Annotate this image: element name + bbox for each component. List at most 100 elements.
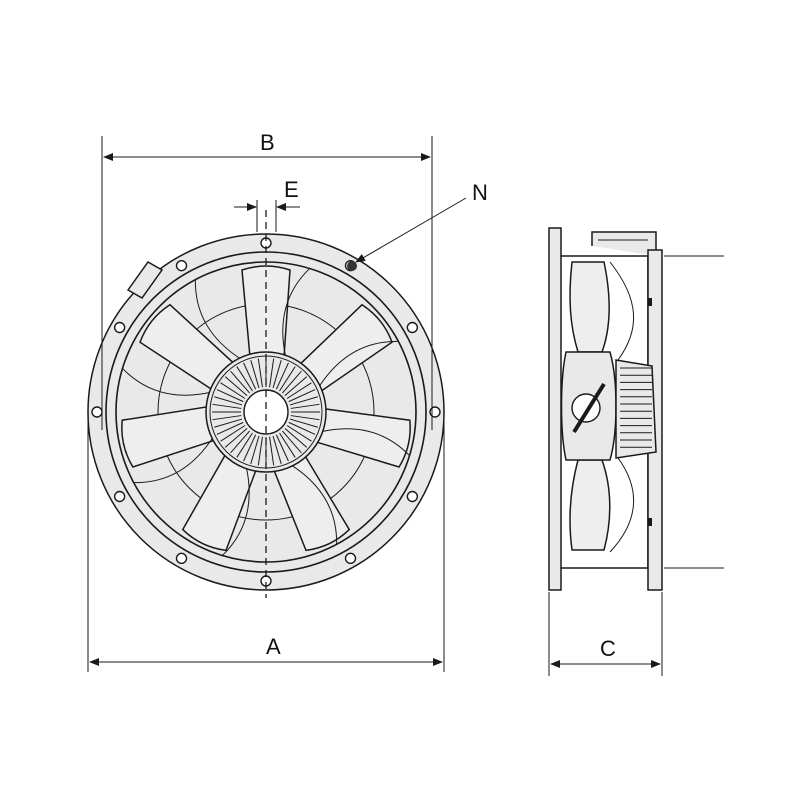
side-guard-wire-top bbox=[609, 261, 635, 361]
motor-fin bbox=[257, 436, 263, 466]
front-view bbox=[87, 210, 445, 598]
guard-spoke bbox=[318, 340, 399, 388]
motor-fin bbox=[272, 360, 282, 389]
callout-n: N bbox=[355, 180, 488, 263]
terminal-box bbox=[126, 261, 164, 299]
callout-n-label: N bbox=[472, 180, 488, 205]
callout-n-leader bbox=[355, 197, 467, 263]
guard-spoke bbox=[290, 464, 338, 545]
dimension-b: B bbox=[101, 130, 433, 430]
motor-fin bbox=[269, 358, 275, 388]
blade-shape bbox=[139, 303, 236, 392]
side-motor bbox=[615, 359, 657, 459]
guard-spokes bbox=[121, 267, 411, 557]
side-blade-top bbox=[569, 261, 610, 353]
guard-spoke-wire bbox=[121, 367, 212, 396]
motor-fin bbox=[279, 366, 296, 392]
guard-spoke bbox=[282, 267, 311, 358]
motor-fin bbox=[279, 432, 296, 458]
bolt-hole bbox=[175, 259, 188, 272]
motor-fin bbox=[212, 415, 242, 421]
guard-spoke bbox=[194, 279, 242, 360]
motor-fin bbox=[281, 430, 302, 454]
motor-fin bbox=[214, 418, 243, 428]
motor-fin bbox=[275, 434, 289, 462]
earth-stud bbox=[347, 261, 357, 271]
bolt-hole bbox=[113, 490, 126, 503]
dimension-c-label: C bbox=[600, 636, 616, 661]
blade bbox=[314, 407, 411, 468]
motor-fin bbox=[289, 418, 318, 428]
dimension-e-label: E bbox=[284, 177, 299, 202]
guard-spoke-wire bbox=[194, 279, 242, 360]
motor-fin bbox=[288, 389, 316, 403]
motor-fin bbox=[275, 362, 289, 390]
motor-fin bbox=[220, 425, 246, 442]
motor-fin bbox=[284, 427, 308, 448]
motor-fin bbox=[286, 425, 312, 442]
blade bbox=[272, 453, 351, 552]
bolt-hole bbox=[91, 406, 103, 418]
side-rotation-mark bbox=[572, 382, 606, 434]
side-motor-fins bbox=[620, 367, 652, 448]
blade bbox=[298, 303, 393, 393]
motor-fin bbox=[290, 403, 320, 409]
motor-fin bbox=[243, 362, 257, 390]
motor-fin bbox=[281, 370, 302, 394]
blade bbox=[181, 452, 258, 552]
blade-shape bbox=[272, 453, 351, 552]
motor-fin bbox=[236, 432, 253, 458]
guard-spoke-wire bbox=[133, 436, 214, 484]
guard-spoke bbox=[133, 436, 214, 484]
side-blade-bottom bbox=[569, 459, 611, 551]
guard-spoke-wire bbox=[320, 428, 411, 457]
side-view bbox=[548, 227, 724, 591]
blade-shape bbox=[314, 407, 411, 468]
motor-fin bbox=[284, 376, 308, 397]
blade bbox=[139, 303, 236, 392]
dimension-c: C bbox=[548, 592, 663, 676]
blade-shape bbox=[181, 452, 258, 552]
motor-fin bbox=[236, 366, 253, 392]
motor-fin bbox=[243, 434, 257, 462]
side-stud-bottom bbox=[648, 518, 652, 526]
side-stud-top bbox=[648, 298, 652, 306]
side-flange-left bbox=[548, 227, 562, 591]
motor-fin bbox=[286, 382, 312, 399]
bolt-hole bbox=[113, 321, 126, 334]
motor-fin bbox=[224, 376, 248, 397]
dimension-b-label: B bbox=[260, 130, 275, 155]
guard-spoke-wire bbox=[282, 267, 311, 358]
motor-fin bbox=[212, 403, 242, 409]
bolt-hole bbox=[406, 321, 419, 334]
guard-spoke-wire bbox=[318, 340, 399, 388]
motor-fin bbox=[288, 421, 316, 435]
blade-shape bbox=[121, 405, 217, 468]
side-terminal-box bbox=[591, 231, 657, 256]
guard-spoke-wire bbox=[290, 464, 338, 545]
motor-fin bbox=[289, 396, 318, 406]
motor-fin bbox=[250, 360, 260, 389]
motor-fin bbox=[224, 427, 248, 448]
motor-fin bbox=[272, 435, 282, 464]
motor-fin bbox=[220, 382, 246, 399]
bolt-hole bbox=[175, 552, 188, 565]
guard-spoke-wire bbox=[221, 466, 250, 557]
motor-fin bbox=[216, 421, 244, 435]
motor-fin bbox=[230, 370, 251, 394]
guard-spoke bbox=[121, 367, 212, 396]
motor-fin bbox=[230, 430, 251, 454]
motor-fin bbox=[216, 389, 244, 403]
motor-fin bbox=[269, 436, 275, 466]
dimension-e: E bbox=[234, 177, 300, 232]
side-guard-wire-bottom bbox=[609, 457, 635, 553]
dimension-a: A bbox=[87, 410, 445, 672]
motor-fin bbox=[290, 415, 320, 421]
blade bbox=[121, 405, 217, 468]
dimension-a-label: A bbox=[266, 634, 281, 659]
motor-fin bbox=[214, 396, 243, 406]
motor-fin bbox=[250, 435, 260, 464]
motor-fin bbox=[257, 358, 263, 388]
